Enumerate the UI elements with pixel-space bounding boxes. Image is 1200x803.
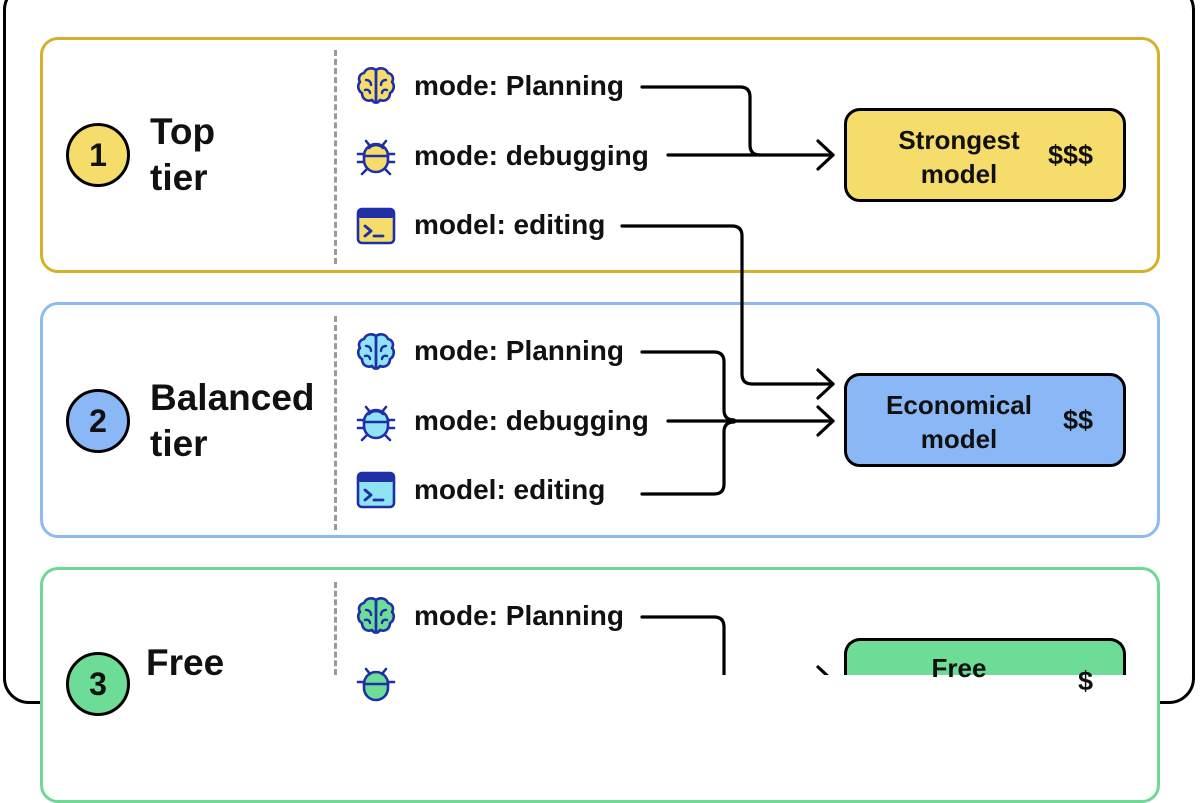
bug-icon (354, 400, 398, 444)
bug-icon (354, 134, 398, 178)
mode-label: mode: debugging (414, 405, 649, 436)
model-name: Strongest model (898, 125, 1020, 189)
model-box-strongest: Strongest model $$$ (844, 108, 1126, 202)
mode-label: mode: Planning (414, 600, 624, 631)
tier-number-badge: 3 (66, 652, 130, 716)
divider (334, 582, 337, 675)
mode-label: mode: Planning (414, 70, 624, 101)
cost-label: $ (1077, 666, 1093, 696)
cost-label: $$ (1062, 405, 1093, 435)
divider (334, 316, 337, 530)
mode-label: mode: Planning (414, 335, 624, 366)
mode-label: model: editing (414, 474, 606, 505)
mode-label: mode: debugging (414, 140, 649, 171)
terminal-icon (354, 204, 398, 248)
tier-number-badge: 2 (66, 389, 130, 453)
brain-icon (354, 64, 398, 108)
terminal-icon (354, 468, 398, 512)
cost-label: $$$ (1047, 140, 1093, 170)
model-box-free: Free $ (844, 638, 1126, 696)
brain-icon (354, 330, 398, 374)
tier-name: Balanced tier (150, 377, 315, 464)
model-name: Free (931, 653, 987, 683)
model-box-economical: Economical model $$ (844, 373, 1126, 467)
bug-icon (354, 662, 398, 706)
tier-number: 3 (89, 665, 107, 702)
brain-icon (354, 594, 398, 638)
tier-name: Top tier (150, 111, 216, 198)
mode-label: model: editing (414, 209, 606, 240)
tier-number-badge: 1 (66, 123, 130, 187)
tier-name: Free (146, 642, 225, 683)
model-name: Economical model (886, 390, 1032, 454)
tier-number: 2 (89, 402, 107, 439)
divider (334, 50, 337, 264)
tier-number: 1 (89, 136, 107, 173)
